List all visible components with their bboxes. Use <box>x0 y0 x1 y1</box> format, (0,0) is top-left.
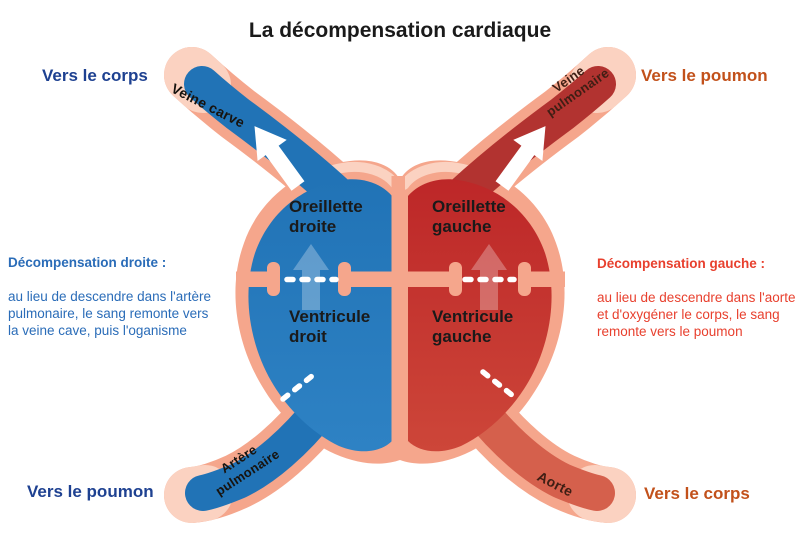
tricuspid-valve-leaflet <box>267 262 280 296</box>
vena-cava-lumen <box>184 66 356 213</box>
valve-dashed-lines <box>280 276 520 402</box>
regurgitation-arrows <box>254 126 546 191</box>
tricuspid-valve-leaflet <box>338 262 351 296</box>
backflow-arrow-left <box>471 244 507 310</box>
annotation-droite-body: au lieu de descendre dans l'artère pulmo… <box>8 289 211 338</box>
septum-and-valves <box>236 176 565 450</box>
label-ventricule-gauche: Ventricule gauche <box>432 307 514 347</box>
mitral-valve-leaflet <box>449 262 462 296</box>
label-ventricule-droit: Ventricule droit <box>289 307 371 347</box>
pulmonary-vein-lumen <box>444 66 616 213</box>
label-vers-le-poumon-top: Vers le poumon <box>641 66 768 85</box>
annotation-gauche-body: au lieu de descendre dans l'aorte et d'o… <box>597 290 796 339</box>
annotation-gauche-title: Décompensation gauche : <box>597 256 766 271</box>
annotation-decompensation-gauche: Décompensation gauche : au lieu de desce… <box>597 238 797 357</box>
annotation-droite-title: Décompensation droite : <box>8 255 167 270</box>
arrow-to-vena-cava <box>254 126 305 191</box>
backflow-arrow-right <box>293 244 329 310</box>
backflow-arrows <box>293 244 507 310</box>
mitral-valve-leaflet <box>518 262 531 296</box>
label-vers-le-corps-top: Vers le corps <box>42 66 148 85</box>
pulmonary-artery-lumen <box>185 390 340 511</box>
arrow-to-pulmonary-vein <box>495 126 546 191</box>
label-vers-le-poumon-bottom: Vers le poumon <box>27 482 154 501</box>
page-title: La décompensation cardiaque <box>248 19 552 42</box>
label-oreillette-droite: Oreillette droite <box>289 197 363 237</box>
left-heart-chambers <box>408 179 552 452</box>
right-heart-chambers <box>248 179 392 452</box>
vessel-lumens <box>184 66 616 511</box>
annotation-decompensation-droite: Décompensation droite : au lieu de desce… <box>8 237 213 356</box>
label-oreillette-gauche: Oreillette gauche <box>432 197 506 237</box>
label-vers-le-corps-bottom: Vers le corps <box>644 484 750 503</box>
aorta-lumen <box>460 390 615 511</box>
